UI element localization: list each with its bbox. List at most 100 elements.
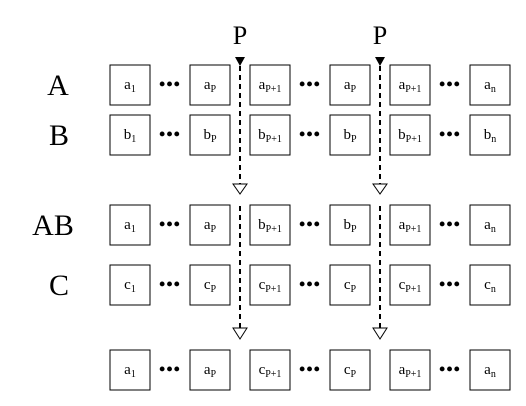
gene-cell-ab-4: bP xyxy=(329,204,371,246)
crossover-marker-2 xyxy=(375,57,385,66)
gene-cell-c-6: cn xyxy=(469,264,511,306)
gene-cell-text: an xyxy=(484,217,496,235)
gene-cell-box xyxy=(249,349,291,391)
gene-subscript: n xyxy=(491,224,496,235)
gene-cell-text: aP xyxy=(204,217,217,235)
row-label-a: A xyxy=(47,69,69,102)
gene-symbol: a xyxy=(124,362,131,378)
gene-cell-box xyxy=(249,204,291,246)
gene-cell-b-2: bP xyxy=(189,114,231,156)
gene-cell-ab-5: aP+1 xyxy=(389,204,431,246)
gene-symbol: a xyxy=(124,77,131,93)
ellipsis-ab-2: ••• xyxy=(299,214,321,234)
gene-cell-box xyxy=(389,204,431,246)
gene-cell-text: cP xyxy=(344,277,357,295)
gene-cell-ab-1: a1 xyxy=(109,204,151,246)
gene-cell-text: a1 xyxy=(124,362,136,380)
gene-symbol: b xyxy=(343,127,351,143)
gene-subscript: P xyxy=(351,284,357,295)
gene-cell-text: b1 xyxy=(124,127,137,145)
gene-symbol: b xyxy=(484,127,492,143)
ellipsis-c-2: ••• xyxy=(299,274,321,294)
ellipsis-b-1: ••• xyxy=(159,124,181,144)
gene-cell-text: cP xyxy=(204,277,217,295)
gene-cell-ab-3: bP+1 xyxy=(249,204,291,246)
gene-subscript: P xyxy=(211,84,217,95)
gene-symbol: c xyxy=(399,277,406,293)
gene-subscript: P xyxy=(351,84,357,95)
gene-symbol: a xyxy=(399,217,406,233)
ellipsis-b-2: ••• xyxy=(299,124,321,144)
gene-cell-a-1: a1 xyxy=(109,64,151,106)
gene-cell-text: cn xyxy=(484,277,496,295)
down-arrow-1b xyxy=(232,327,248,340)
gene-cell-text: cP+1 xyxy=(259,277,282,295)
gene-subscript: P+1 xyxy=(266,134,282,145)
gene-cell-result-5: aP+1 xyxy=(389,349,431,391)
gene-cell-c-1: c1 xyxy=(109,264,151,306)
gene-cell-text: aP xyxy=(344,77,357,95)
row-label-ab: AB xyxy=(32,209,74,242)
down-arrow-2a xyxy=(372,183,388,195)
gene-subscript: P+1 xyxy=(266,224,282,235)
gene-cell-a-2: aP xyxy=(189,64,231,106)
ellipsis-ab-1: ••• xyxy=(159,214,181,234)
gene-cell-b-1: b1 xyxy=(109,114,151,156)
gene-cell-text: bP xyxy=(203,127,217,145)
gene-cell-box xyxy=(109,264,151,306)
gene-symbol: c xyxy=(204,277,211,293)
ellipsis-c-1: ••• xyxy=(159,274,181,294)
gene-cell-text: aP xyxy=(204,362,217,380)
gene-cell-text: bn xyxy=(484,127,497,145)
gene-subscript: P+1 xyxy=(405,224,421,235)
gene-cell-box xyxy=(249,64,291,106)
gene-cell-a-6: an xyxy=(469,64,511,106)
gene-cell-result-1: a1 xyxy=(109,349,151,391)
gene-cell-ab-6: an xyxy=(469,204,511,246)
gene-subscript: P+1 xyxy=(405,369,421,380)
gene-cell-box xyxy=(389,64,431,106)
gene-subscript: 1 xyxy=(131,284,136,295)
gene-subscript: P xyxy=(351,134,357,145)
crossover-point-label-1: P xyxy=(233,21,247,50)
gene-cell-c-3: cP+1 xyxy=(249,264,291,306)
gene-cell-box xyxy=(189,114,231,156)
gene-cell-b-3: bP+1 xyxy=(249,114,291,156)
gene-cell-ab-2: aP xyxy=(189,204,231,246)
gene-subscript: 1 xyxy=(131,84,136,95)
ellipsis-result-3: ••• xyxy=(439,359,461,379)
ellipsis-ab-3: ••• xyxy=(439,214,461,234)
ellipsis-c-3: ••• xyxy=(439,274,461,294)
gene-cell-box xyxy=(109,114,151,156)
gene-subscript: P xyxy=(351,369,357,380)
ellipsis-a-1: ••• xyxy=(159,74,181,94)
gene-subscript: P xyxy=(211,369,217,380)
gene-cell-box xyxy=(329,264,371,306)
gene-subscript: P+1 xyxy=(265,369,281,380)
gene-symbol: b xyxy=(258,127,266,143)
gene-subscript: P+1 xyxy=(405,84,421,95)
gene-subscript: P xyxy=(211,134,217,145)
gene-cell-text: a1 xyxy=(124,217,136,235)
gene-symbol: b xyxy=(124,127,132,143)
gene-cell-text: bP xyxy=(343,217,357,235)
gene-subscript: 1 xyxy=(131,369,136,380)
gene-symbol: b xyxy=(258,217,266,233)
gene-cell-box xyxy=(469,264,511,306)
down-arrow-2b xyxy=(372,327,388,340)
gene-cell-text: aP+1 xyxy=(399,217,422,235)
gene-cell-text: bP+1 xyxy=(258,217,282,235)
gene-cell-box xyxy=(109,64,151,106)
gene-subscript: P xyxy=(211,284,217,295)
gene-cell-box xyxy=(389,264,431,306)
gene-subscript: P+1 xyxy=(265,284,281,295)
down-arrow-1a xyxy=(232,183,248,195)
gene-cell-box xyxy=(189,264,231,306)
gene-cell-b-6: bn xyxy=(469,114,511,156)
gene-cell-text: aP+1 xyxy=(259,77,282,95)
gene-symbol: a xyxy=(124,217,131,233)
gene-cell-text: cP+1 xyxy=(399,277,422,295)
gene-cell-result-2: aP xyxy=(189,349,231,391)
gene-subscript: P+1 xyxy=(405,284,421,295)
